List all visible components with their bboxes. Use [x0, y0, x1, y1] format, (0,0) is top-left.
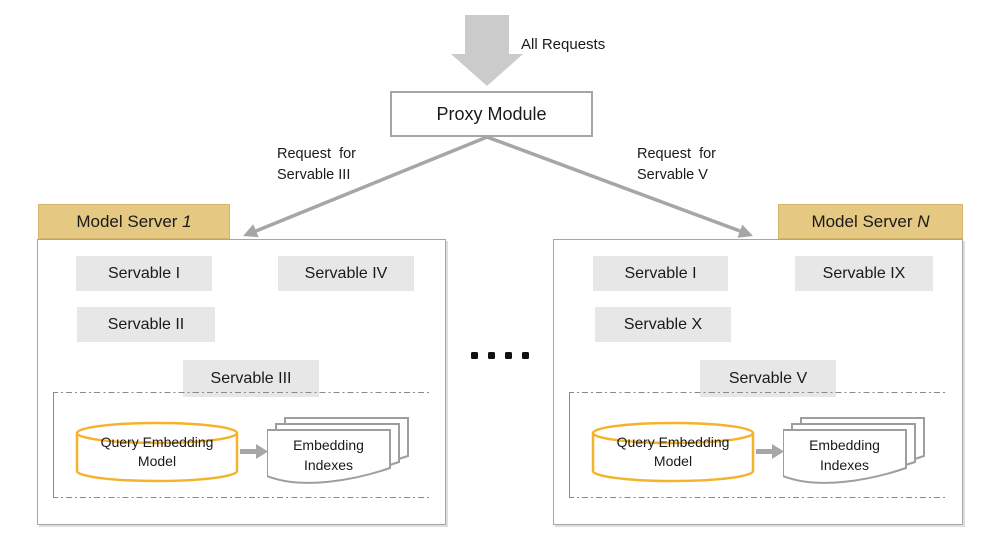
- route-right-line2: Servable V: [637, 167, 708, 183]
- servable-box-highlighted: Servable V: [700, 360, 836, 397]
- cylinder-label-line1: Query Embedding: [100, 434, 214, 450]
- proxy-module-box: Proxy Module: [390, 91, 593, 137]
- docs-label-line2: Indexes: [303, 457, 354, 473]
- servable-box: Servable IX: [795, 256, 933, 291]
- edge-proxy-to-server1: [255, 135, 488, 233]
- embedding-indexes-label: Embedding Indexes: [783, 435, 906, 475]
- proxy-module-label: Proxy Module: [436, 103, 547, 124]
- servable-box: Servable I: [593, 256, 728, 291]
- arrow-right-icon: [240, 444, 268, 459]
- cylinder-label-line2: Model: [137, 453, 177, 469]
- docs-label-line2: Indexes: [819, 457, 870, 473]
- servable-box: Servable II: [77, 307, 215, 342]
- all-requests-label: All Requests: [521, 36, 606, 53]
- query-embedding-model-label: Query Embedding Model: [76, 433, 238, 471]
- arrow-right-icon: [756, 444, 784, 459]
- route-label-left: Request for Servable III: [277, 144, 356, 186]
- ellipsis-dots-icon: [471, 352, 529, 359]
- servable-box-highlighted: Servable III: [183, 360, 319, 397]
- model-server-n-title: Model Server: [811, 211, 918, 231]
- route-left-line2: Servable III: [277, 167, 351, 183]
- model-server-1-title: Model Server: [76, 211, 183, 231]
- edge-proxy-to-serverN: [486, 135, 741, 233]
- servable-box: Servable I: [76, 256, 212, 291]
- model-server-1-tab: Model Server 1: [38, 204, 230, 239]
- arrowhead-left-icon: [243, 224, 259, 238]
- route-right-line1: Request for: [637, 146, 716, 162]
- all-requests-block-arrow-icon: [451, 15, 523, 86]
- model-server-n-tab: Model Server N: [778, 204, 963, 239]
- model-server-1-index: 1: [182, 211, 192, 231]
- docs-label-line1: Embedding: [809, 437, 880, 453]
- route-label-right: Request for Servable V: [637, 144, 716, 186]
- arrowhead-right-icon: [737, 224, 753, 238]
- cylinder-label-line1: Query Embedding: [616, 434, 730, 450]
- cylinder-label-line2: Model: [653, 453, 693, 469]
- route-left-line1: Request for: [277, 146, 356, 162]
- model-server-n-index: N: [917, 211, 930, 231]
- embedding-indexes-label: Embedding Indexes: [267, 435, 390, 475]
- query-embedding-model-label: Query Embedding Model: [592, 433, 754, 471]
- servable-box: Servable IV: [278, 256, 414, 291]
- docs-label-line1: Embedding: [293, 437, 364, 453]
- servable-box: Servable X: [595, 307, 731, 342]
